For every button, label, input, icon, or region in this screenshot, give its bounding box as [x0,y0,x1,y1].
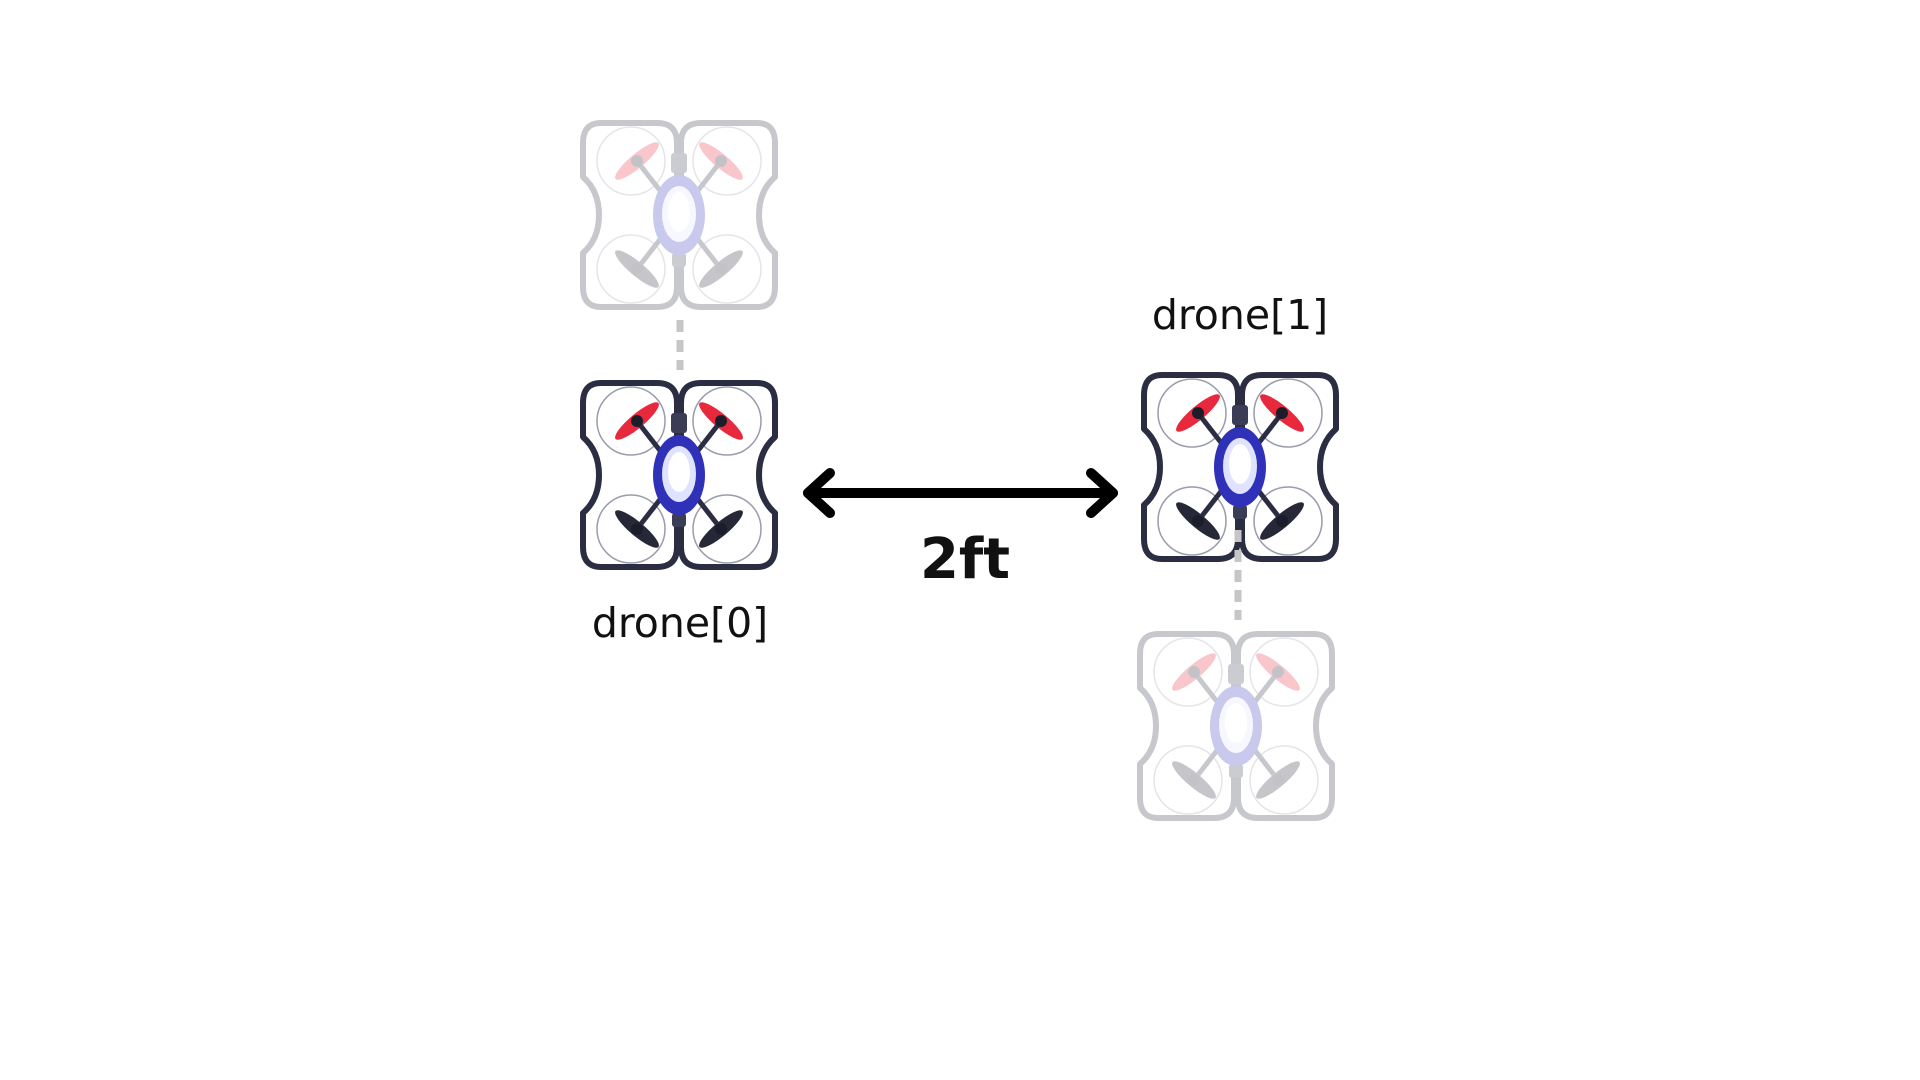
drone-1-ghost-icon [1136,626,1336,826]
drone-0-icon [579,375,779,575]
drone-1-label: drone[1] [1151,291,1329,339]
distance-label: 2ft [919,527,1011,592]
drone-1-icon [1140,367,1340,567]
drone-0-ghost-icon [579,115,779,315]
distance-arrow [803,468,1118,518]
drone-0-label: drone[0] [591,599,769,647]
